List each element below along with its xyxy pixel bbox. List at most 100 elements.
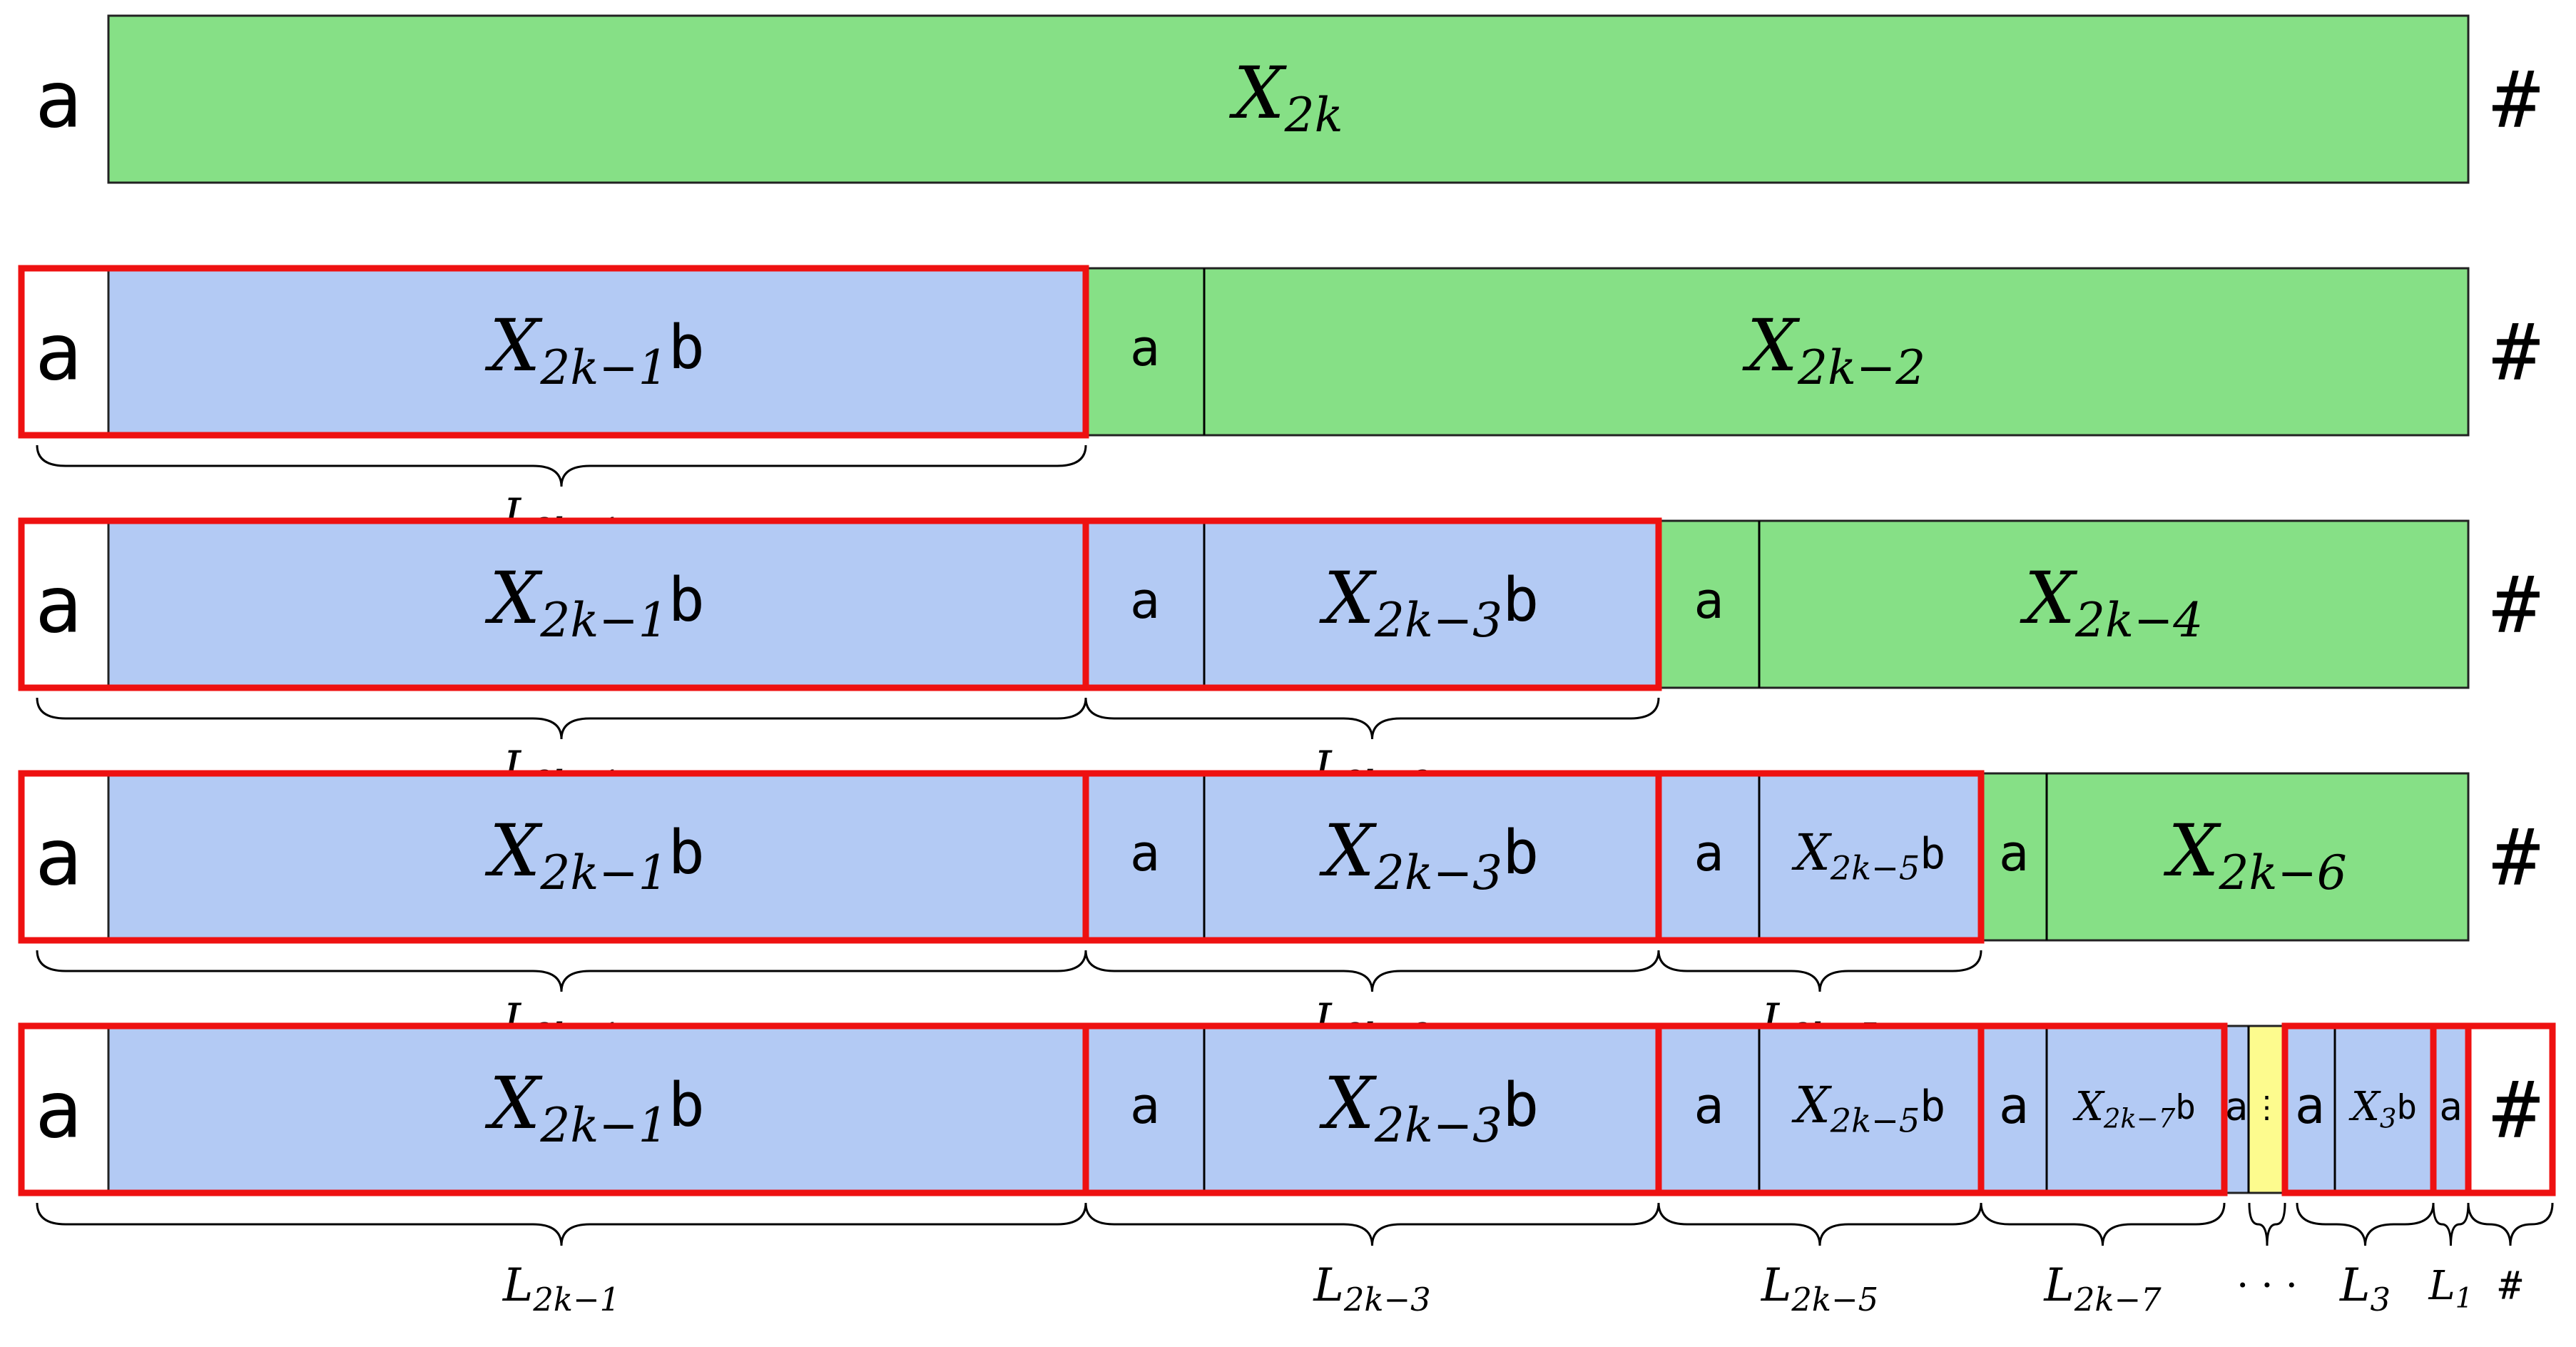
cell-x2k−5 — [1759, 773, 1981, 940]
cell-x3 — [2335, 1026, 2433, 1193]
cell-label: X2k−1b — [484, 809, 705, 900]
brace — [1084, 1202, 1660, 1246]
cell-label: a — [1999, 1077, 2029, 1135]
cell-x2k−3 — [1204, 773, 1659, 940]
row-border — [107, 267, 2470, 437]
red-block-outline — [1082, 517, 1662, 691]
red-block-outline — [2465, 1022, 2556, 1196]
prefix-a: a — [35, 306, 82, 397]
end-hash: # — [2493, 559, 2540, 650]
cell-label: X2k−6 — [2163, 809, 2346, 900]
cell-label: a — [1694, 824, 1724, 883]
cell-a — [1086, 268, 1204, 435]
red-block-outline — [1977, 1022, 2228, 1196]
cell-x2k−1 — [108, 268, 1086, 435]
brace — [1657, 950, 1982, 992]
prefix-a: a — [35, 54, 82, 145]
brace-label: L3 — [2339, 1259, 2391, 1318]
brace — [2296, 1202, 2435, 1246]
cell-label: X2k−1b — [484, 1062, 705, 1153]
cell-label: X2k−1b — [484, 556, 705, 648]
cell-label: a — [2295, 1077, 2325, 1135]
cell-label: X2k−4 — [2020, 556, 2203, 648]
row-1: a X2k # — [35, 14, 2540, 184]
cell-a — [2285, 1026, 2335, 1193]
row-border — [107, 14, 2470, 184]
brace — [36, 950, 1087, 992]
end-hash: # — [2493, 811, 2540, 903]
cell-label: X2k−5b — [1791, 1076, 1945, 1140]
cell-x2k−5 — [1759, 1026, 1981, 1193]
brace-label: # — [2499, 1264, 2522, 1308]
cell-label: X2k−3b — [1319, 556, 1539, 648]
cell-label: a — [1694, 571, 1724, 630]
cell-x2k−3 — [1204, 521, 1659, 688]
cell-label: a — [1130, 824, 1160, 883]
cell-label: X2k−7b — [2072, 1084, 2196, 1134]
brace-label: L1 — [2428, 1263, 2473, 1315]
red-block-outline — [1655, 770, 1985, 944]
cell-a — [1086, 1026, 1204, 1193]
cell-label: a — [2225, 1084, 2249, 1129]
cell-x2k−1 — [108, 521, 1086, 688]
cell-label: X2k−3b — [1319, 809, 1539, 900]
brace — [36, 1202, 1087, 1246]
cell-a — [1981, 773, 2047, 940]
cell-x2k — [108, 16, 2468, 183]
cell-a — [2433, 1026, 2468, 1193]
end-hash: # — [2493, 1064, 2540, 1155]
row-4: aX2k−1baX2k−3baX2k−5baX2k−6#L2k−1L2k−3L2… — [18, 770, 2540, 1054]
cell-label: X2k−3b — [1319, 1062, 1539, 1153]
cell-ellipsis — [2249, 1026, 2285, 1193]
cell-x2k−4 — [1759, 521, 2468, 688]
cell-label: X3b — [2348, 1084, 2417, 1134]
prefix-a: a — [35, 559, 82, 650]
cell-label: a — [1130, 571, 1160, 630]
cell-x2k−6 — [2047, 773, 2468, 940]
brace-label: L2k−7 — [2043, 1259, 2162, 1318]
brace — [2432, 1202, 2470, 1246]
prefix-a: a — [35, 811, 82, 903]
prefix-a: a — [35, 1064, 82, 1155]
brace — [2248, 1202, 2286, 1246]
red-block-outline — [18, 265, 1089, 439]
cell-x2k−7 — [2047, 1026, 2224, 1193]
cell-a — [1659, 773, 1759, 940]
cell-a — [1086, 521, 1204, 688]
cell-label: X2k−2 — [1742, 304, 1925, 395]
cell-label: a — [1999, 824, 2029, 883]
brace-label: L2k−3 — [1313, 1259, 1430, 1318]
cell-x2k−1 — [108, 773, 1086, 940]
cell-label: X2k−1b — [484, 304, 705, 395]
end-hash: # — [2493, 306, 2540, 397]
cell-label: X2k — [1228, 51, 1343, 143]
brace — [2467, 1202, 2554, 1246]
brace — [1084, 950, 1660, 992]
brace-label: L2k−5 — [1761, 1259, 1878, 1318]
brace — [36, 444, 1087, 487]
brace — [1084, 697, 1660, 740]
cell-label: a — [1130, 1077, 1160, 1135]
brace — [1657, 1202, 1982, 1246]
cell-x2k−2 — [1204, 268, 2468, 435]
cell-a — [1659, 1026, 1759, 1193]
cell-a — [1981, 1026, 2047, 1193]
cell-a — [2224, 1026, 2249, 1193]
cell-x2k−3 — [1204, 1026, 1659, 1193]
end-hash: # — [2493, 54, 2540, 145]
cell-x2k−1 — [108, 1026, 1086, 1193]
brace-label: L2k−1 — [502, 1259, 620, 1318]
brace — [1980, 1202, 2226, 1246]
cell-label: X2k−5b — [1791, 823, 1945, 888]
cell-label: a — [1694, 1077, 1724, 1135]
brace — [36, 697, 1087, 740]
cell-label: a — [2439, 1084, 2463, 1129]
brace-label: · · · — [2236, 1263, 2298, 1308]
cell-label: ⋮ — [2252, 1089, 2282, 1124]
cell-a — [1659, 521, 1759, 688]
cell-label: a — [1130, 319, 1160, 377]
